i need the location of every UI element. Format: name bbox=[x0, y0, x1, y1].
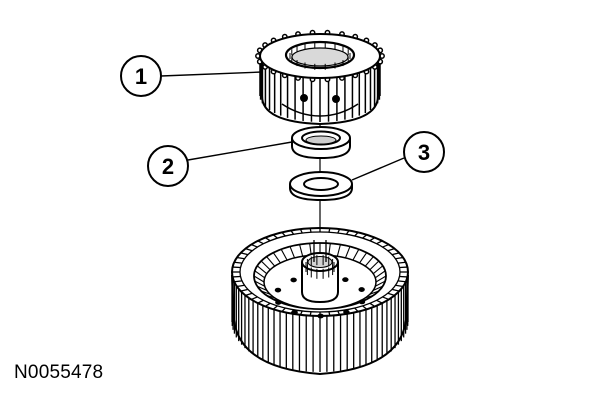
callout-2-label: 2 bbox=[162, 154, 174, 179]
callout-1-label: 1 bbox=[135, 64, 147, 89]
part-3-flat-washer bbox=[289, 171, 353, 202]
callout-1: 1 bbox=[120, 55, 263, 97]
callout-2: 2 bbox=[147, 141, 293, 187]
part-2-thrust-washer bbox=[291, 126, 351, 160]
figure-id: N0055478 bbox=[14, 362, 104, 383]
part-1-sun-gear bbox=[255, 29, 385, 126]
lower-drum-assembly bbox=[231, 227, 409, 376]
callout-3: 3 bbox=[351, 131, 445, 181]
callout-3-label: 3 bbox=[418, 140, 430, 165]
